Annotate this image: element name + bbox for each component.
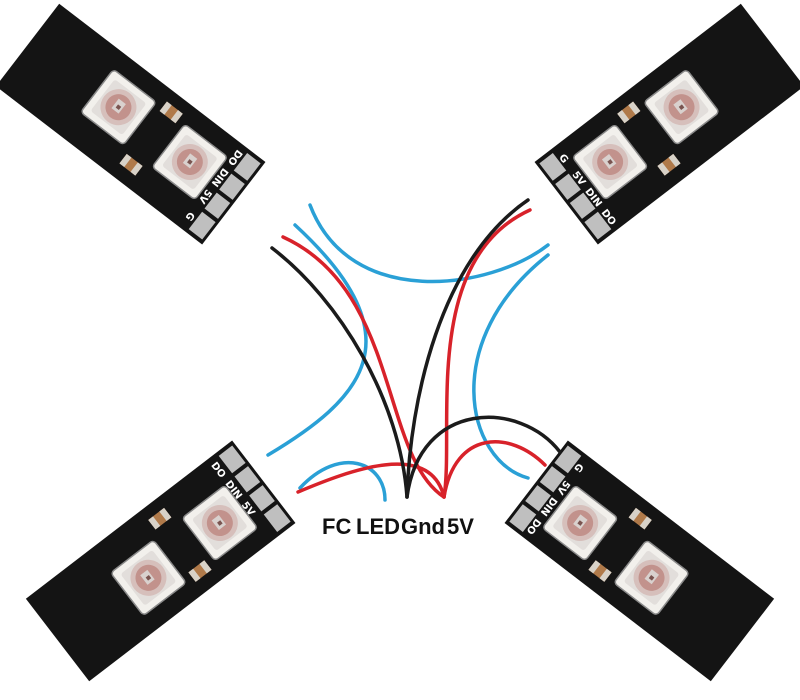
- wire-signal-tl-to-tr: [308, 203, 550, 284]
- pad-do: [233, 153, 261, 181]
- led-strip-top-right: G 5V DIN DO: [534, 3, 800, 245]
- wire-ground-br: [405, 415, 562, 499]
- wire-power-bl: [296, 462, 446, 499]
- led-strip-top-left: DO DIN 5V G: [0, 3, 266, 245]
- pad-din: [234, 466, 261, 493]
- wire-power-tr: [442, 208, 532, 499]
- label-gnd: Gnd: [401, 514, 445, 539]
- led-strip-bottom-left: DO DIN 5V: [25, 440, 296, 682]
- label-5v: 5V: [447, 514, 474, 539]
- label-fc: FC: [322, 514, 351, 539]
- pad-g: [188, 211, 216, 240]
- pad-g: [539, 153, 567, 181]
- pad-din: [569, 192, 596, 219]
- label-led: LED: [356, 514, 400, 539]
- wire-ground-tl: [270, 246, 409, 499]
- wire-ground-tr: [405, 198, 530, 499]
- led-strip-bottom-right: G 5V DIN DO: [504, 440, 775, 682]
- pad-g: [263, 504, 291, 532]
- wire-power-tl: [281, 235, 446, 499]
- pad-5v: [539, 466, 566, 493]
- wire-signal-fc: [298, 461, 387, 502]
- pad-do: [509, 504, 537, 532]
- wire-power-br: [442, 440, 547, 499]
- pad-din: [219, 173, 245, 200]
- pad-g: [554, 445, 582, 474]
- pad-do: [584, 211, 612, 240]
- pad-5v: [249, 485, 275, 512]
- wire-signal-tl-to-bl: [266, 223, 368, 457]
- pad-5v: [204, 192, 231, 219]
- pad-do: [218, 445, 246, 474]
- pad-5v: [555, 173, 581, 200]
- wires: [266, 198, 562, 502]
- wire-signal-tr-to-br: [472, 253, 550, 480]
- pad-din: [525, 485, 551, 512]
